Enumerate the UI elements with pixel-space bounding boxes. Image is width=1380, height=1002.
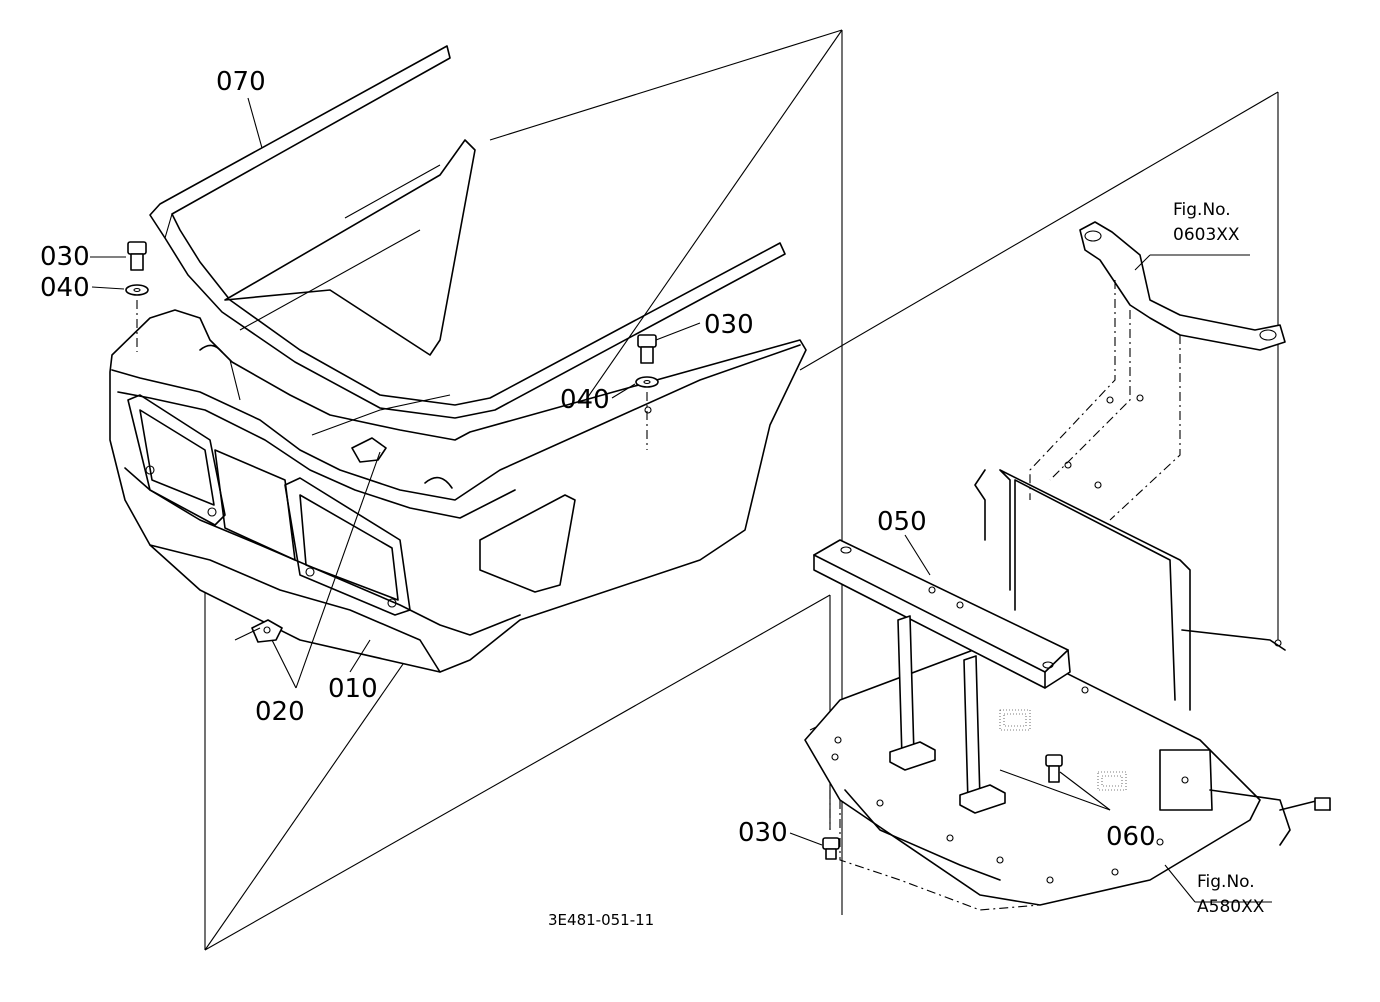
label-020: 020	[255, 697, 305, 727]
bolt-060	[1045, 754, 1063, 783]
fig-ref-bottom-line1: Fig.No.	[1197, 872, 1255, 892]
leader-lines	[90, 97, 1272, 903]
lower-frame-A580XX	[804, 469, 1331, 911]
mesh-patch-2	[1097, 771, 1127, 791]
label-060: 060	[1106, 822, 1156, 852]
label-070: 070	[216, 67, 266, 97]
seal-strip-070	[149, 45, 786, 419]
drawing-code: 3E481-051-11	[548, 911, 654, 929]
label-010: 010	[328, 674, 378, 704]
bolt-030-bottom	[822, 837, 840, 860]
label-030-left: 030	[40, 242, 90, 272]
support-bar-050	[813, 539, 1071, 814]
bolt-030-mid	[637, 334, 657, 364]
washer-040-left	[125, 284, 149, 352]
label-040-left: 040	[40, 273, 90, 303]
fig-ref-top-line2: 0603XX	[1173, 225, 1240, 245]
label-040-mid: 040	[560, 385, 610, 415]
fig-ref-top-line1: Fig.No.	[1173, 200, 1231, 220]
label-030-mid: 030	[704, 310, 754, 340]
bolt-030-left	[127, 241, 147, 271]
nut-020	[234, 619, 283, 643]
label-030-bottom: 030	[738, 818, 788, 848]
fig-ref-bottom-line2: A580XX	[1197, 897, 1265, 917]
label-050: 050	[877, 507, 927, 537]
mesh-patch-1	[999, 709, 1031, 731]
upper-frame-0603XX	[1029, 221, 1286, 521]
front-weight-body-010	[109, 139, 807, 673]
part-labels: 070 030 040 030 040 050 020 010 060 030 …	[40, 67, 1265, 929]
washer-040-mid	[635, 376, 659, 450]
